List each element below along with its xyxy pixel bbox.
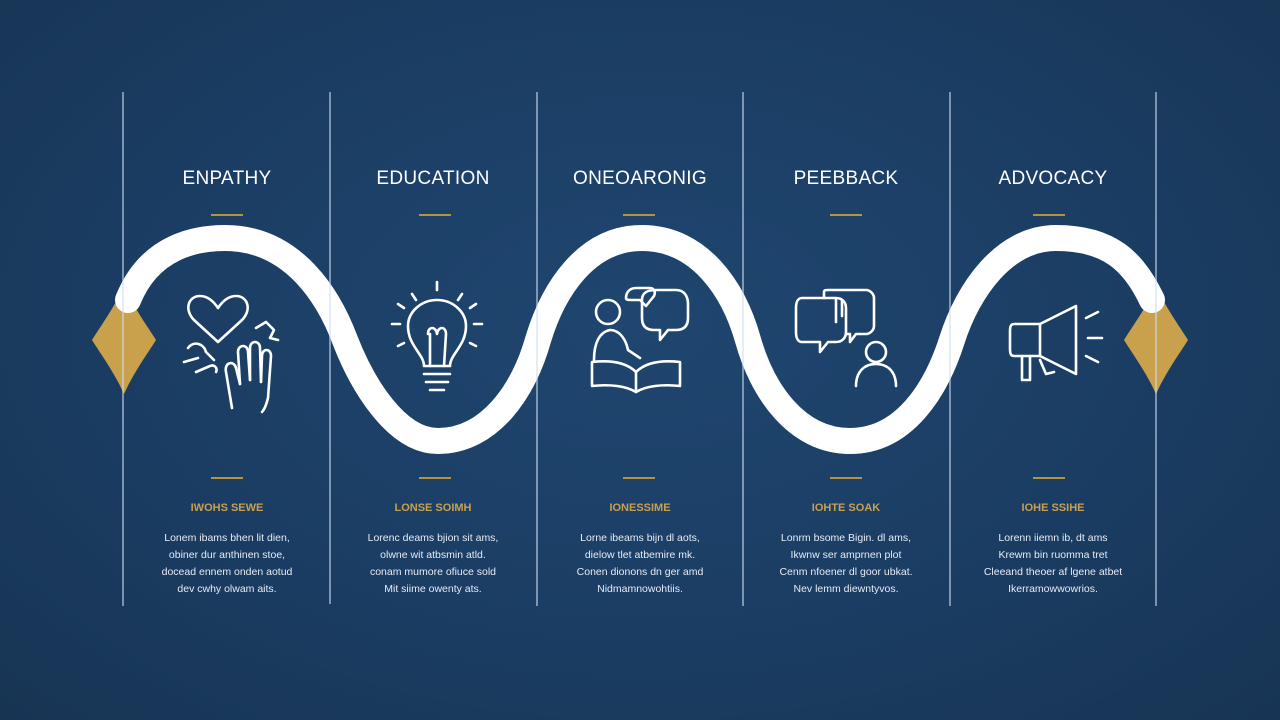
description-line: Nev lemm diewntyvos. — [793, 583, 899, 595]
description-line: dev cwhy olwam aits. — [177, 583, 277, 595]
lightbulb-icon — [390, 280, 484, 392]
megaphone-icon — [1008, 304, 1104, 382]
description-line: Cleeand theoer af lgene atbet — [983, 566, 1123, 578]
title-rule — [419, 214, 451, 216]
journey-path — [115, 224, 1165, 455]
stage-description: Lonrm bsome Bigin. dl ams, Ikwnw ser amp… — [743, 530, 949, 598]
description-line: Ikerramowwowrios. — [1008, 583, 1098, 595]
description-line: Lonem ibams bhen lit dien, — [164, 532, 290, 544]
description-line: Ikwnw ser amprnen plot — [790, 549, 902, 561]
description-line: obiner dur anthinen stoe, — [168, 549, 286, 561]
title-rule — [1033, 214, 1065, 216]
description-line: Lonrm bsome Bigin. dl ams, — [780, 532, 912, 544]
title-rule — [830, 214, 862, 216]
subtitle-rule — [1033, 477, 1065, 479]
stage-title-advocacy: ADVOCACY — [998, 168, 1108, 189]
stage-description: Lorenn iiemn ib, dt ams Krewm bin ruomma… — [950, 530, 1156, 598]
stage-description: Lonem ibams bhen lit dien, obiner dur an… — [124, 530, 330, 598]
feedback-person-icon — [794, 288, 898, 388]
column-divider — [536, 92, 538, 606]
stage-title-onboarding: ONEOARONIG — [573, 168, 707, 189]
stage-title-feedback: PEEBBACK — [793, 168, 899, 189]
subtitle-rule — [419, 477, 451, 479]
stage-subtitle: LONSE SOIMH — [394, 502, 472, 514]
description-line: docead ennem onden aotud — [161, 566, 293, 578]
description-line: Conen dionons dn ger amd — [576, 566, 704, 578]
stage-description: Lorne ibeams bijn dl aots, dielow tlet a… — [537, 530, 743, 598]
description-line: Lorne ibeams bijn dl aots, — [580, 532, 700, 544]
column-divider — [1155, 92, 1157, 606]
column-divider — [122, 92, 124, 606]
column-divider — [329, 92, 331, 604]
heart-hand-icon — [182, 294, 280, 414]
stage-subtitle: IOHTE SOAK — [811, 502, 881, 514]
column-divider — [949, 92, 951, 606]
column-divider — [742, 92, 744, 606]
description-line: conam mumore ofiuce sold — [369, 566, 497, 578]
reading-chat-icon — [590, 286, 690, 394]
stage-subtitle: IOHE SSIHE — [1021, 502, 1085, 514]
subtitle-rule — [623, 477, 655, 479]
title-rule — [623, 214, 655, 216]
description-line: Cenm nfoener dl goor ubkat. — [779, 566, 913, 578]
description-line: Nidmamnowohtiis. — [597, 583, 683, 595]
description-line: olwne wit atbsmin atld. — [380, 549, 486, 561]
stage-description: Lorenc deams bjion sit ams, olwne wit at… — [330, 530, 536, 598]
stage-subtitle: IWOHS SEWE — [190, 502, 264, 514]
stage-subtitle: IONESSIME — [609, 502, 671, 514]
description-line: Lorenn iiemn ib, dt ams — [998, 532, 1108, 544]
description-line: Lorenc deams bjion sit ams, — [367, 532, 499, 544]
description-line: Mit siime owenty ats. — [384, 583, 482, 595]
stage-title-empathy: ENPATHY — [182, 168, 272, 189]
stage-title-education: EDUCATION — [376, 168, 490, 189]
left-gold-diamond — [92, 286, 156, 394]
description-line: dielow tlet atbemire mk. — [584, 549, 696, 561]
title-rule — [211, 214, 243, 216]
subtitle-rule — [830, 477, 862, 479]
subtitle-rule — [211, 477, 243, 479]
description-line: Krewm bin ruomma tret — [998, 549, 1108, 561]
